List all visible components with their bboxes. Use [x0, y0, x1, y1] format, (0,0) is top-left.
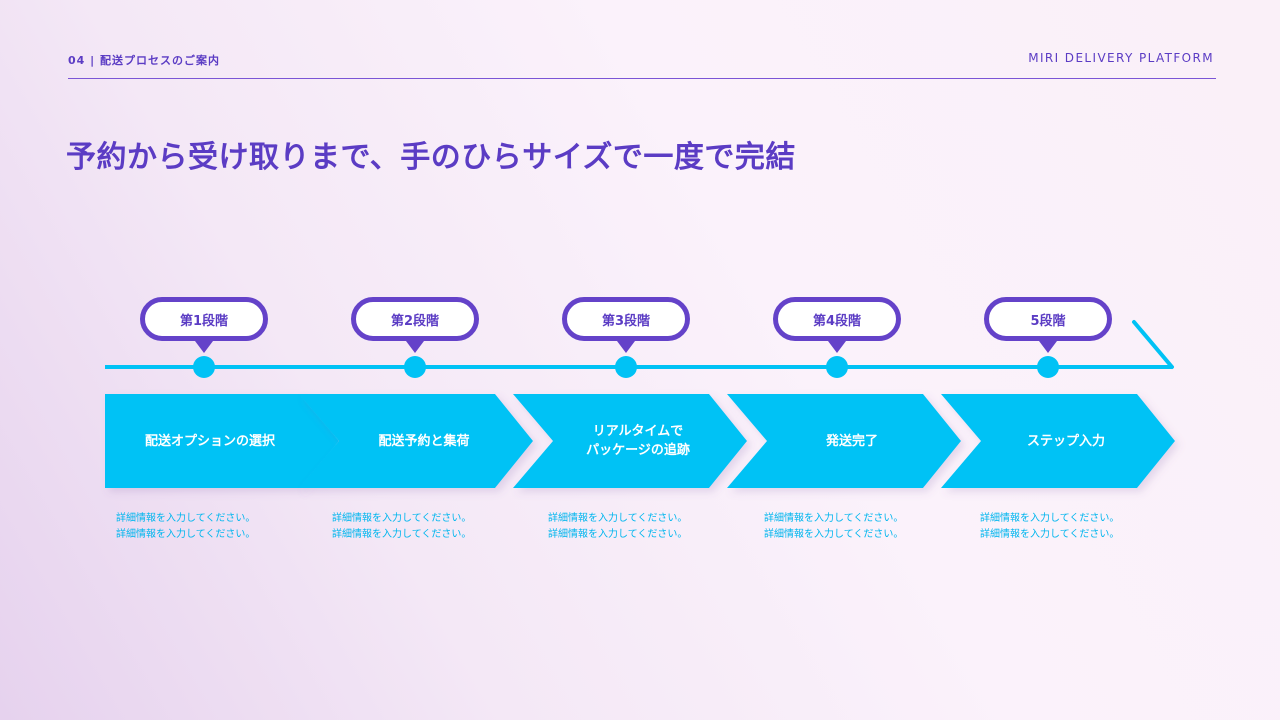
header-divider — [68, 78, 1216, 79]
timeline-arrow-head — [1132, 320, 1174, 369]
step-chevron-4 — [727, 394, 961, 488]
stage-badge-1: 第1段階 — [140, 297, 268, 341]
step-description-line: 詳細情報を入力してください。 — [980, 513, 1120, 524]
stage-badge-4: 第4段階 — [773, 297, 901, 341]
step-label-3: リアルタイムでパッケージの追跡 — [553, 394, 723, 488]
timeline-dot-1 — [193, 356, 215, 378]
step-label-line: ステップ入力 — [1026, 433, 1105, 449]
step-description-line: 詳細情報を入力してください。 — [980, 529, 1120, 540]
timeline-dot-5 — [1037, 356, 1059, 378]
step-label-5: ステップ入力 — [981, 394, 1151, 488]
step-chevron-5 — [941, 394, 1175, 488]
step-description-line: 詳細情報を入力してください。 — [764, 513, 904, 524]
step-description-line: 詳細情報を入力してください。 — [548, 513, 688, 524]
stage-badge-pointer — [406, 341, 424, 353]
step-chevron-2 — [299, 394, 533, 488]
stage-badge-pointer — [617, 341, 635, 353]
step-description-5: 詳細情報を入力してください。詳細情報を入力してください。 — [980, 511, 1170, 543]
page-title: 予約から受け取りまで、手のひらサイズで一度で完結 — [66, 140, 796, 175]
stage-badge-5: 5段階 — [984, 297, 1112, 341]
step-description-3: 詳細情報を入力してください。詳細情報を入力してください。 — [548, 511, 738, 543]
stage-badge-pointer — [1039, 341, 1057, 353]
step-label-line: パッケージの追跡 — [586, 443, 690, 458]
step-description-line: 詳細情報を入力してください。 — [116, 529, 256, 540]
step-label-line: 配送オプションの選択 — [144, 433, 275, 449]
step-chevron-1 — [105, 394, 339, 488]
step-description-line: 詳細情報を入力してください。 — [548, 529, 688, 540]
step-label-line: 発送完了 — [825, 433, 878, 449]
step-label-line: リアルタイムで — [592, 424, 684, 439]
timeline-dot-2 — [404, 356, 426, 378]
step-description-1: 詳細情報を入力してください。詳細情報を入力してください。 — [116, 511, 306, 543]
step-chevron-3 — [513, 394, 747, 488]
section-label: 04 | 配送プロセスのご案内 — [68, 54, 220, 67]
stage-badge-3: 第3段階 — [562, 297, 690, 341]
step-description-2: 詳細情報を入力してください。詳細情報を入力してください。 — [332, 511, 522, 543]
stage-badge-pointer — [828, 341, 846, 353]
step-label-1: 配送オプションの選択 — [105, 394, 315, 488]
step-label-2: 配送予約と集荷 — [339, 394, 509, 488]
step-description-line: 詳細情報を入力してください。 — [332, 529, 472, 540]
stage-badge-2: 第2段階 — [351, 297, 479, 341]
step-description-4: 詳細情報を入力してください。詳細情報を入力してください。 — [764, 511, 954, 543]
step-description-line: 詳細情報を入力してください。 — [764, 529, 904, 540]
timeline-dot-4 — [826, 356, 848, 378]
step-label-line: 配送予約と集荷 — [378, 433, 470, 449]
step-label-4: 発送完了 — [767, 394, 937, 488]
step-description-line: 詳細情報を入力してください。 — [116, 513, 256, 524]
brand-name: MIRI DELIVERY PLATFORM — [1028, 51, 1214, 65]
timeline-dot-3 — [615, 356, 637, 378]
step-description-line: 詳細情報を入力してください。 — [332, 513, 472, 524]
stage-badge-pointer — [195, 341, 213, 353]
